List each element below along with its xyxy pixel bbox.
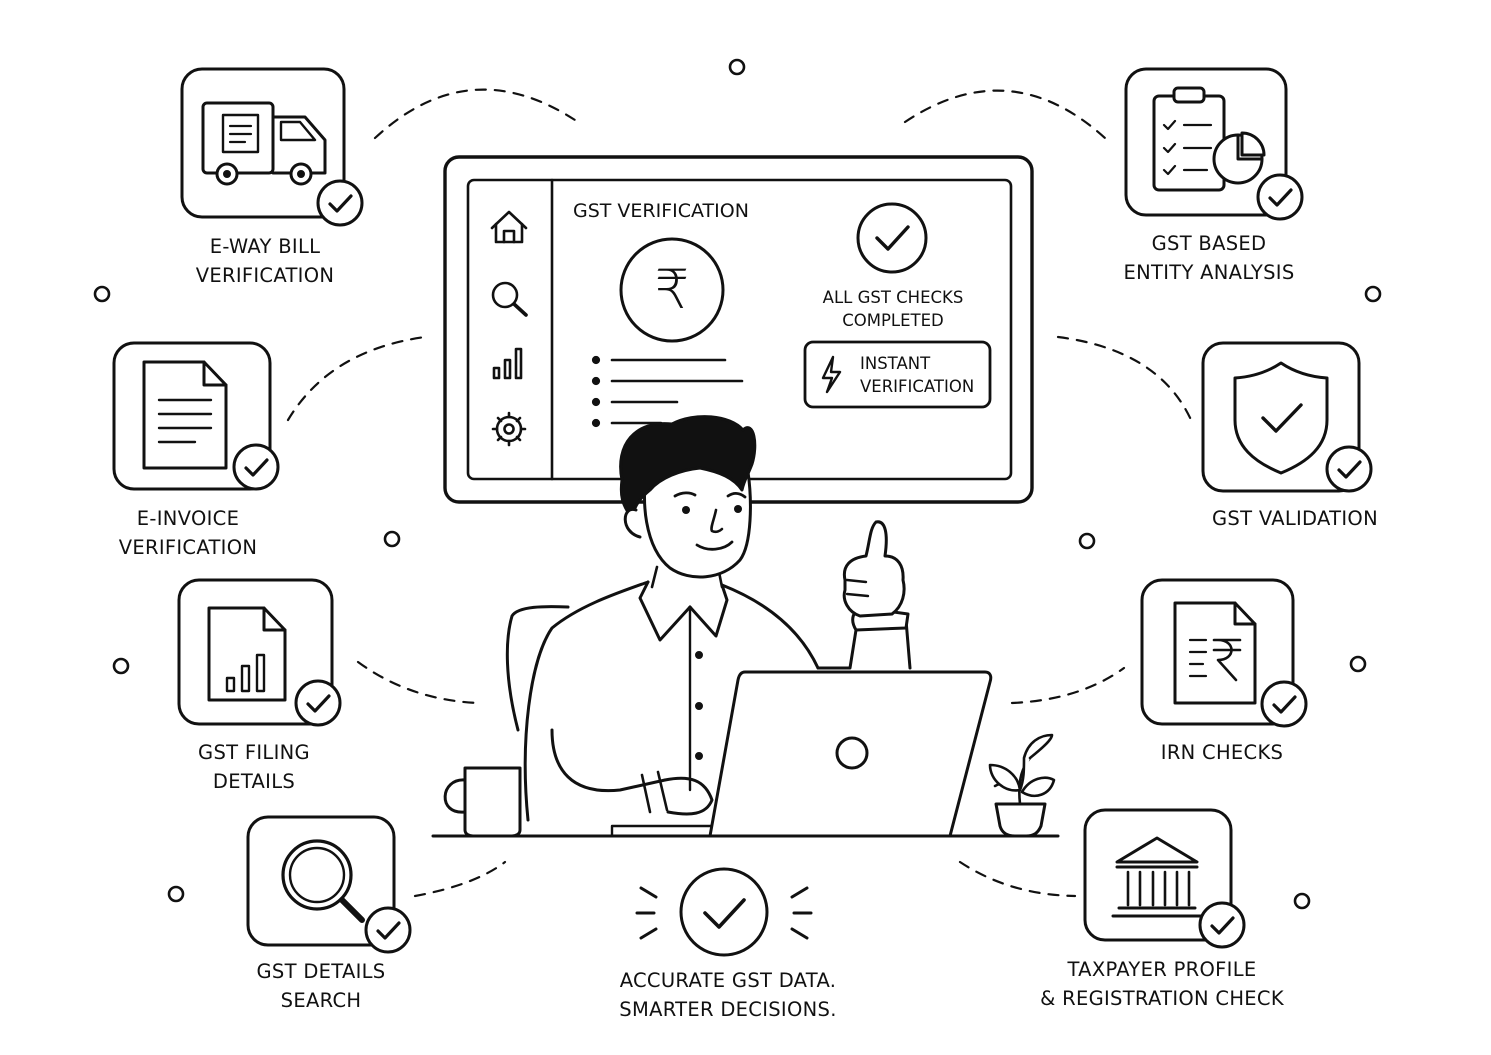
gst-validation-tile (1201, 341, 1373, 493)
irn-checks-tile (1140, 578, 1308, 728)
bank-building-icon (1111, 836, 1203, 918)
label-gst-validation: GST VALIDATION (1212, 507, 1378, 530)
gear-icon (491, 411, 527, 447)
eway-bill-tile (180, 67, 364, 227)
taxpayer-tile (1083, 808, 1246, 949)
search-icon (491, 281, 528, 317)
instant-verification-label: INSTANT VERIFICATION (860, 354, 975, 396)
decor-dots (93, 58, 1382, 910)
rupee-document-icon (1173, 601, 1257, 705)
sparkle-rays (635, 886, 813, 940)
dashed-connectors (286, 88, 1194, 898)
person-illustration (505, 415, 912, 838)
rupee-coin-icon (619, 237, 725, 343)
accuracy-check-icon (635, 867, 813, 957)
home-icon (490, 210, 528, 244)
rupee-symbol: ₹ (654, 258, 690, 321)
coffee-mug (443, 766, 522, 838)
shield-icon (1233, 361, 1329, 475)
label-taxpayer: TAXPAYER PROFILE& REGISTRATION CHECK (1040, 958, 1284, 1010)
entity-analysis-tile (1124, 67, 1304, 221)
document-icon (142, 360, 228, 470)
gst-filing-tile (177, 578, 342, 727)
potted-plant (988, 733, 1056, 838)
screen-title: GST VERIFICATION (573, 200, 749, 222)
einvoice-tile (112, 341, 280, 491)
laptop (708, 670, 993, 838)
truck-icon (201, 101, 327, 186)
filing-chart-icon (207, 606, 287, 702)
magnifier-icon (281, 839, 365, 923)
gst-search-tile (246, 815, 412, 954)
pie-chart-icon (1212, 131, 1266, 185)
dashboard-monitor (443, 155, 1034, 504)
status-text: ALL GST CHECKS COMPLETED (822, 288, 964, 330)
completed-check-icon (856, 202, 928, 274)
instant-verification-badge (803, 340, 992, 409)
label-irn-checks: IRN CHECKS (1160, 741, 1284, 764)
list-lines (591, 355, 744, 428)
laptop-logo (835, 736, 869, 770)
bar-chart-icon (492, 347, 523, 380)
lightning-icon (821, 355, 842, 394)
clipboard-icon (1152, 86, 1226, 192)
tagline: ACCURATE GST DATA.SMARTER DECISIONS. (619, 969, 837, 1021)
